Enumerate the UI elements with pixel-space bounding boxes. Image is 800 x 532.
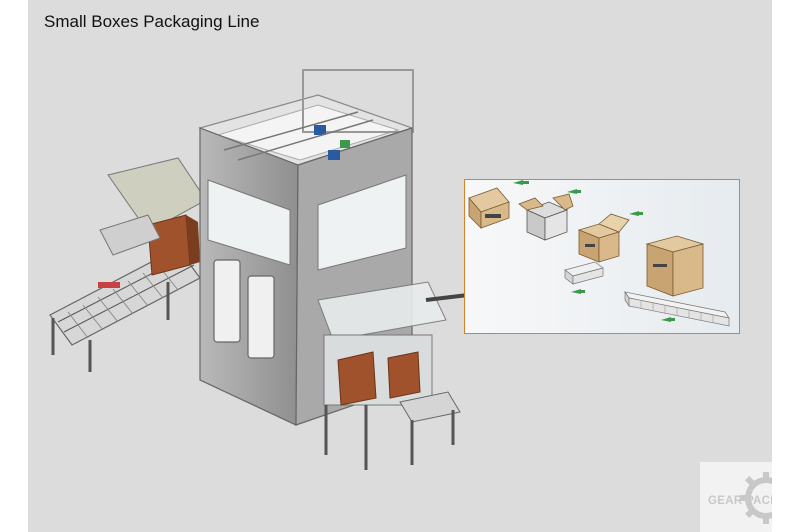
small-boxes-group: [564, 261, 604, 285]
infeed-conveyor: [49, 157, 207, 372]
flat-carton: [468, 187, 510, 229]
carton-with-items: [518, 193, 574, 241]
slide-canvas: Small Boxes Packaging Line: [28, 0, 772, 532]
closed-carton: [645, 235, 705, 297]
gear-icon: [740, 472, 772, 524]
output-unit: [317, 281, 469, 470]
logo-wordmark: GEAR PACKAGING: [708, 495, 772, 507]
gear-packaging-logo: GEAR PACKAGING: [700, 462, 772, 532]
central-tower: [198, 69, 414, 426]
open-carton: [577, 213, 630, 263]
packing-process-inset: [464, 179, 740, 334]
packaging-machine-illustration: [49, 69, 469, 470]
small-boxes-row: [624, 290, 730, 327]
flow-arrows: [513, 180, 675, 322]
slide-title: Small Boxes Packaging Line: [44, 12, 260, 31]
